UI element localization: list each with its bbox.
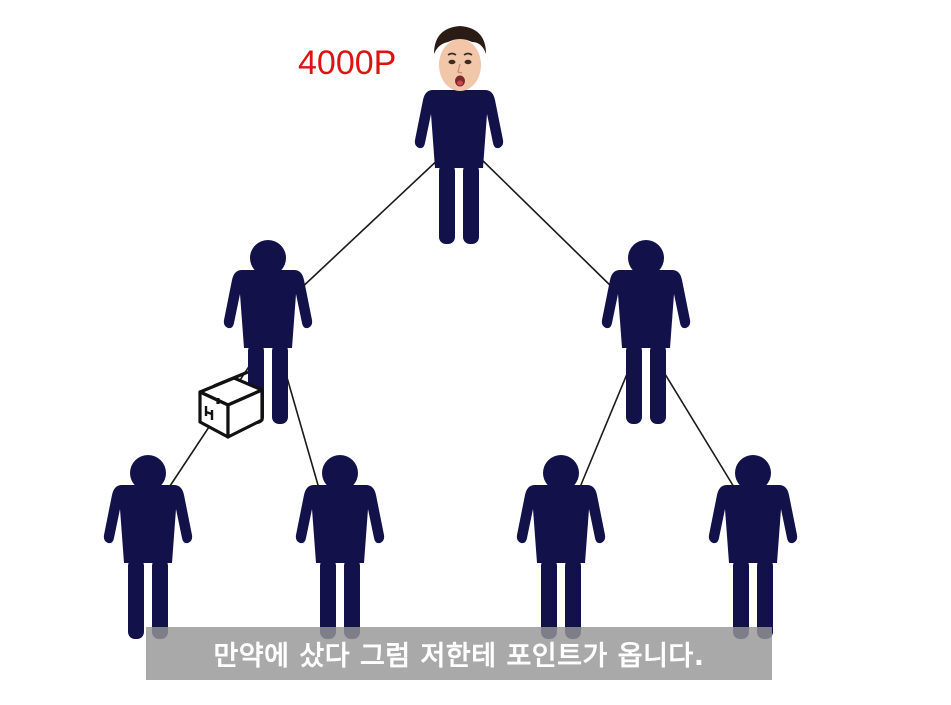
level2-left-person [223,240,313,424]
level3-person-1 [103,455,193,639]
connector-line [296,154,444,293]
level2-right-person [601,240,691,424]
points-label: 4000P [298,44,397,82]
connector-line [476,154,618,293]
subtitle-caption: 만약에 샀다 그럼 저한테 포인트가 옵니다. [146,627,772,680]
level3-person-2 [295,455,385,639]
package-box-icon [198,370,264,439]
face-avatar-icon [434,26,486,91]
connector-line [664,373,738,493]
connector-line [285,373,321,493]
subtitle-text: 만약에 샀다 그럼 저한테 포인트가 옵니다. [213,641,705,672]
level3-person-4 [708,455,798,639]
level3-person-3 [516,455,606,639]
connector-line [577,373,628,493]
